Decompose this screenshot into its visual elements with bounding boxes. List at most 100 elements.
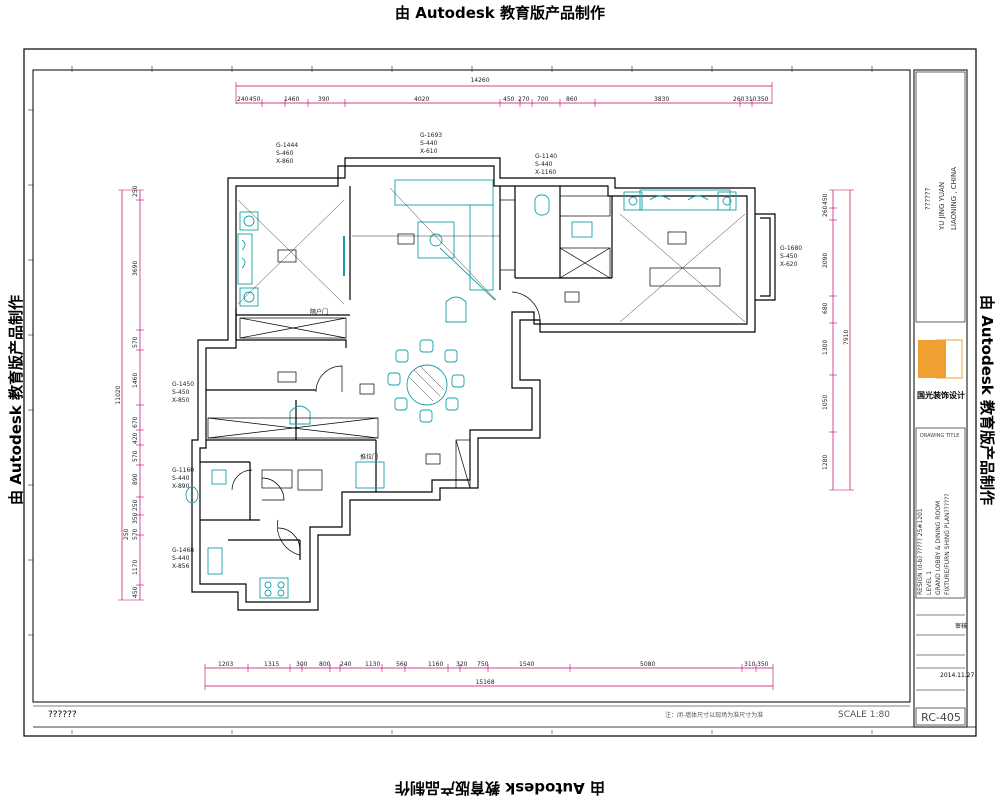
dim-left-seg: 570 bbox=[132, 528, 139, 540]
dim-bottom-seg: 1203 bbox=[218, 661, 233, 668]
dim-top-seg: 450 bbox=[249, 96, 261, 103]
room-tag-line: S-450 bbox=[780, 253, 798, 260]
dim-left-seg: 450 bbox=[132, 586, 139, 598]
room-tag-line: X-856 bbox=[172, 563, 190, 570]
drawing-frame bbox=[32, 69, 911, 703]
drawing-number: RC-405 bbox=[921, 711, 961, 724]
sheet-outer-border bbox=[23, 48, 977, 737]
room-tag-line: G-1140 bbox=[535, 153, 557, 160]
scale-label: SCALE 1:80 bbox=[838, 710, 890, 720]
dim-right-seg: 260 bbox=[822, 205, 829, 217]
room-tag-line: X-850 bbox=[172, 397, 190, 404]
dim-top-seg: 1460 bbox=[284, 96, 299, 103]
door-label: 推拉门 bbox=[360, 453, 378, 461]
tb-project-line: RESIGN (d-b) ????? 25#1201 bbox=[917, 508, 924, 595]
room-tag-line: G-1444 bbox=[276, 142, 298, 149]
room-tag-line: S-460 bbox=[276, 150, 294, 157]
drawing-title-label: DRAWING TITLE bbox=[920, 433, 959, 439]
footer-left-text: ?????? bbox=[48, 710, 77, 720]
dim-right-seg: 1300 bbox=[822, 340, 829, 355]
title-block: ?????? YU JING YUAN LIAONING , CHINA 国光装… bbox=[913, 69, 975, 728]
dim-bottom-seg: 300 bbox=[296, 661, 308, 668]
dim-left-seg: 350 bbox=[132, 512, 139, 524]
bed-headboard bbox=[237, 233, 253, 285]
dim-top-seg: 390 bbox=[318, 96, 330, 103]
logo-caption: 国光装饰设计 bbox=[917, 390, 965, 400]
tb-project-line: FIXTURE/FURN SHING PLAN?????? bbox=[944, 493, 951, 595]
dim-top-seg: 860 bbox=[566, 96, 578, 103]
dim-bottom-seg: 310 bbox=[744, 661, 756, 668]
date: 2014.11.27 bbox=[940, 672, 975, 679]
dim-bottom-seg: 750 bbox=[477, 661, 489, 668]
room-tag-line: G-1680 bbox=[780, 245, 802, 252]
floor-plan-walls bbox=[191, 157, 776, 611]
footer-note: 注：闭-墙体尺寸以现场为准尺寸为准 bbox=[665, 711, 763, 719]
frame-ticks bbox=[28, 66, 873, 734]
room-tag-line: G-1468 bbox=[172, 547, 194, 554]
dim-left-seg: 250 bbox=[132, 499, 139, 511]
dimension-right: 450 260 2090 680 1300 1050 1280 7910 bbox=[822, 189, 854, 491]
room-tag-line: X-1160 bbox=[535, 169, 556, 176]
dim-left-seg: 250 bbox=[132, 185, 139, 197]
dim-left-seg: 570 bbox=[132, 450, 139, 462]
logo-mark bbox=[918, 340, 946, 378]
door-swings bbox=[231, 291, 541, 556]
dim-top-seg: 450 bbox=[503, 96, 515, 103]
dim-top-seg: 350 bbox=[757, 96, 769, 103]
signature-label: 审核 bbox=[955, 622, 967, 630]
room-tag-line: X-860 bbox=[276, 158, 294, 165]
tb-vertical-text: ?????? bbox=[924, 187, 932, 210]
dim-left-seg: 670 bbox=[132, 416, 139, 428]
dimension-top: 14260 240 450 1460 390 4020 450 270 700 … bbox=[235, 77, 773, 107]
dim-bottom-seg: 800 bbox=[319, 661, 331, 668]
watermark-top: 由 Autodesk 教育版产品制作 bbox=[394, 4, 606, 22]
dim-left-seg: 570 bbox=[132, 336, 139, 348]
dim-bottom-seg: 1540 bbox=[519, 661, 534, 668]
dim-bottom-seg: 1160 bbox=[428, 661, 443, 668]
tb-project-line: LEVEL 1 bbox=[926, 571, 933, 595]
dim-top-seg: 240 bbox=[237, 96, 249, 103]
dim-bottom-seg: 560 bbox=[396, 661, 408, 668]
dim-top-total: 14260 bbox=[470, 77, 489, 84]
room-tag-line: G-1160 bbox=[172, 467, 194, 474]
room-tag-line: S-440 bbox=[535, 161, 553, 168]
dim-bottom-seg: 350 bbox=[757, 661, 769, 668]
dim-bottom-seg: 240 bbox=[340, 661, 352, 668]
lighting-diagonals bbox=[237, 187, 746, 323]
dim-right-total: 7910 bbox=[843, 330, 850, 345]
dim-left-seg: 1170 bbox=[132, 560, 139, 575]
dim-top-seg: 700 bbox=[537, 96, 549, 103]
room-tag-line: X-620 bbox=[780, 261, 798, 268]
dim-bottom-seg: 5080 bbox=[640, 661, 655, 668]
dimension-bottom: 1203 1315 300 800 240 1130 560 1160 320 … bbox=[204, 661, 774, 690]
dim-right-seg: 1280 bbox=[822, 455, 829, 470]
dim-left-seg: 250 bbox=[123, 528, 130, 540]
room-tag-line: X-610 bbox=[420, 148, 438, 155]
room-tag-line: G-1693 bbox=[420, 132, 442, 139]
dimension-left: 11020 250 3690 570 1460 670 420 570 890 … bbox=[115, 185, 144, 601]
room-tag-line: S-440 bbox=[172, 475, 190, 482]
dim-top-seg: 4020 bbox=[414, 96, 429, 103]
dim-right-seg: 680 bbox=[822, 302, 829, 314]
room-tags: G-1444 S-460 X-860 G-1693 S-440 X-610 G-… bbox=[172, 132, 802, 570]
dim-top-seg: 260 bbox=[733, 96, 745, 103]
door-label: 隔户门 bbox=[310, 308, 328, 316]
room-tag-line: S-450 bbox=[172, 389, 190, 396]
dim-left-seg: 3690 bbox=[132, 261, 139, 276]
dim-right-seg: 1050 bbox=[822, 395, 829, 410]
room-tag-line: S-440 bbox=[420, 140, 438, 147]
dim-left-seg: 890 bbox=[132, 473, 139, 485]
dim-left-seg: 1460 bbox=[132, 373, 139, 388]
fixtures-black bbox=[207, 195, 721, 491]
tb-project-line: GRAND LOBBY & DINING ROOM bbox=[935, 501, 942, 595]
dim-top-seg: 310 bbox=[745, 96, 757, 103]
room-tag-line: G-1450 bbox=[172, 381, 194, 388]
tb-vertical-text: LIAONING , CHINA bbox=[950, 167, 958, 230]
dim-top-seg: 3830 bbox=[654, 96, 669, 103]
dining-table-hatch bbox=[409, 365, 445, 402]
dim-top-seg: 270 bbox=[518, 96, 530, 103]
dim-right-seg: 450 bbox=[822, 193, 829, 205]
dim-right-seg: 2090 bbox=[822, 253, 829, 268]
dim-left-seg: 420 bbox=[132, 432, 139, 444]
